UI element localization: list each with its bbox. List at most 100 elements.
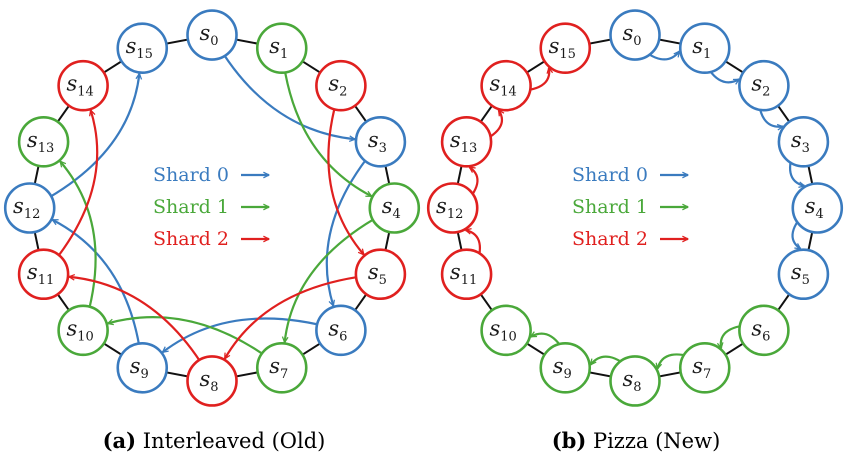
node-s13: s13 [440, 116, 493, 168]
node-label: s3 [791, 128, 810, 156]
node-index: 2 [339, 85, 347, 100]
legend-label: Shard 2 [153, 228, 229, 250]
node-index: 6 [762, 329, 770, 344]
legend-label: Shard 0 [572, 164, 648, 186]
node-s11: s11 [440, 248, 493, 300]
node-prefix: s [549, 34, 560, 58]
node-index: 11 [38, 273, 55, 288]
node-circle [440, 248, 493, 300]
node-prefix: s [450, 128, 461, 152]
caption-interleaved-tag: (a) [103, 428, 136, 453]
node-label: s0 [199, 21, 218, 49]
node-circle [777, 116, 830, 168]
node-index: 14 [77, 85, 94, 100]
legend-label: Shard 1 [572, 196, 648, 218]
node-circle [354, 116, 407, 168]
node-label: s1 [692, 34, 711, 62]
node-prefix: s [805, 194, 816, 218]
node-circle [678, 22, 731, 74]
node-prefix: s [751, 72, 762, 96]
node-s10: s10 [480, 304, 532, 357]
node-prefix: s [692, 34, 703, 58]
node-index: 13 [461, 141, 478, 156]
node-prefix: s [489, 316, 500, 340]
shard-edges [33, 38, 391, 378]
node-s9: s9 [116, 342, 169, 394]
node-label: s6 [328, 316, 347, 344]
edge-s5-to-s8 [223, 273, 376, 359]
node-prefix: s [692, 354, 703, 378]
node-s3: s3 [354, 116, 407, 168]
node-s15: s15 [539, 22, 592, 74]
edge-s10-to-s13 [60, 161, 97, 326]
node-circle [480, 59, 532, 112]
node-s14: s14 [57, 59, 109, 112]
node-s8: s8 [186, 355, 238, 407]
legend-label: Shard 0 [153, 164, 229, 186]
node-prefix: s [199, 21, 210, 45]
node-prefix: s [489, 72, 500, 96]
node-circle [186, 355, 238, 407]
node-index: 1 [703, 47, 711, 62]
node-label: s12 [436, 194, 463, 222]
node-s0: s0 [186, 9, 238, 61]
node-circle [354, 248, 407, 300]
node-index: 0 [633, 34, 641, 49]
node-s12: s12 [426, 182, 479, 234]
node-label: s14 [66, 72, 93, 100]
node-s15: s15 [116, 22, 169, 74]
node-s6: s6 [315, 304, 367, 357]
node-index: 15 [136, 47, 153, 62]
node-prefix: s [553, 354, 564, 378]
node-label: s15 [126, 34, 153, 62]
node-prefix: s [328, 316, 339, 340]
node-circle [777, 248, 830, 300]
node-s7: s7 [255, 342, 308, 394]
node-s4: s4 [791, 182, 844, 234]
node-s9: s9 [539, 342, 592, 394]
node-prefix: s [27, 128, 38, 152]
legend-entry-shard-0: Shard 0 [153, 164, 269, 186]
edge-s2-to-s5 [327, 90, 363, 254]
node-index: 2 [762, 85, 770, 100]
caption-pizza-tag: (b) [552, 428, 587, 453]
node-circle [116, 342, 169, 394]
node-prefix: s [382, 194, 393, 218]
node-circle [116, 22, 169, 74]
node-prefix: s [66, 72, 77, 96]
node-index: 10 [500, 329, 517, 344]
node-s6: s6 [738, 304, 790, 357]
edge-s6-to-s9 [162, 317, 337, 354]
legend-entry-shard-1: Shard 1 [572, 196, 688, 218]
node-label: s0 [622, 21, 641, 49]
node-s1: s1 [678, 22, 731, 74]
node-circle [368, 182, 421, 234]
node-circle [539, 22, 592, 74]
node-label: s2 [328, 72, 347, 100]
node-s7: s7 [678, 342, 731, 394]
node-circle [315, 304, 367, 357]
node-label: s10 [66, 316, 93, 344]
node-label: s11 [450, 260, 477, 288]
node-label: s5 [368, 260, 387, 288]
node-index: 10 [77, 329, 94, 344]
node-label: s12 [13, 194, 40, 222]
node-prefix: s [269, 354, 280, 378]
node-label: s4 [382, 194, 401, 222]
node-index: 12 [24, 207, 41, 222]
node-index: 13 [38, 141, 55, 156]
node-index: 5 [802, 273, 810, 288]
node-prefix: s [751, 316, 762, 340]
node-label: s3 [368, 128, 387, 156]
caption-interleaved-text: Interleaved (Old) [136, 429, 325, 453]
node-index: 7 [280, 367, 288, 382]
node-index: 7 [703, 367, 711, 382]
node-prefix: s [126, 34, 137, 58]
node-circle [738, 304, 790, 357]
node-label: s10 [489, 316, 516, 344]
legend-entry-shard-2: Shard 2 [153, 228, 269, 250]
node-s5: s5 [777, 248, 830, 300]
edge-s7-to-s10 [108, 316, 279, 366]
